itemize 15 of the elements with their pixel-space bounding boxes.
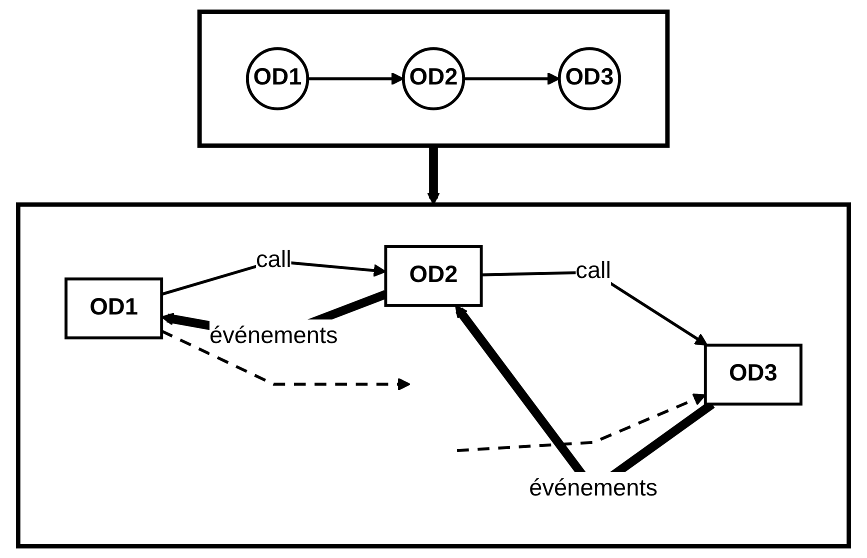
node-box: OD3 xyxy=(704,344,802,406)
node-box: OD1 xyxy=(64,277,164,340)
edge-label: événements xyxy=(209,324,338,349)
cluster xyxy=(16,202,852,548)
cluster xyxy=(197,10,670,148)
node-circle: OD1 xyxy=(246,47,310,110)
node-circle: OD3 xyxy=(558,47,622,110)
edge-label: événements xyxy=(529,476,658,502)
edge-label: call xyxy=(256,248,292,274)
node-circle: OD2 xyxy=(402,47,466,110)
arrow xyxy=(308,72,404,86)
arrow xyxy=(464,72,560,86)
arrow xyxy=(456,394,706,452)
node-box: OD2 xyxy=(384,245,483,307)
edge-label: call xyxy=(576,259,612,284)
